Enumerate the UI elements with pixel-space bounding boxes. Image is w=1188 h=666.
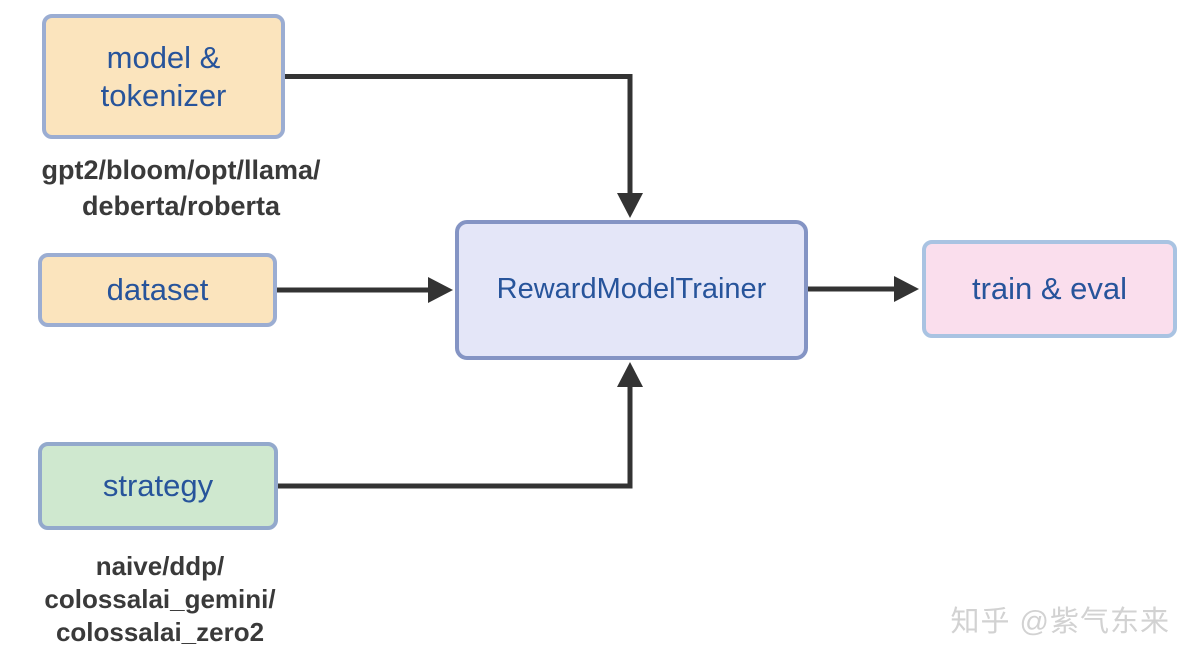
node-dataset: dataset xyxy=(38,253,277,327)
arrowhead-right-icon xyxy=(428,277,453,303)
connector-trainer-to-traineval xyxy=(808,276,919,302)
node-reward-model-trainer-label: RewardModelTrainer xyxy=(496,273,767,306)
arrowhead-right-icon xyxy=(894,276,919,302)
annotation-model-options: gpt2/bloom/opt/llama/ deberta/roberta xyxy=(41,155,321,221)
watermark: 知乎 @紫气东来 xyxy=(950,606,1170,638)
annotation-strategy-options: naive/ddp/ colossalai_gemini/ colossalai… xyxy=(44,551,276,647)
connector-dataset-to-trainer xyxy=(277,277,453,303)
arrowhead-up-icon xyxy=(617,362,643,387)
node-strategy: strategy xyxy=(38,442,278,530)
node-model-tokenizer: model & tokenizer xyxy=(42,14,285,139)
node-model-tokenizer-label: model & tokenizer xyxy=(100,39,227,113)
node-reward-model-trainer: RewardModelTrainer xyxy=(455,220,808,360)
node-train-eval: train & eval xyxy=(922,240,1177,338)
connector-strategy-to-trainer xyxy=(278,362,643,489)
arrowhead-down-icon xyxy=(617,193,643,218)
node-dataset-label: dataset xyxy=(106,272,209,308)
node-train-eval-label: train & eval xyxy=(971,271,1128,307)
node-strategy-label: strategy xyxy=(102,468,214,504)
